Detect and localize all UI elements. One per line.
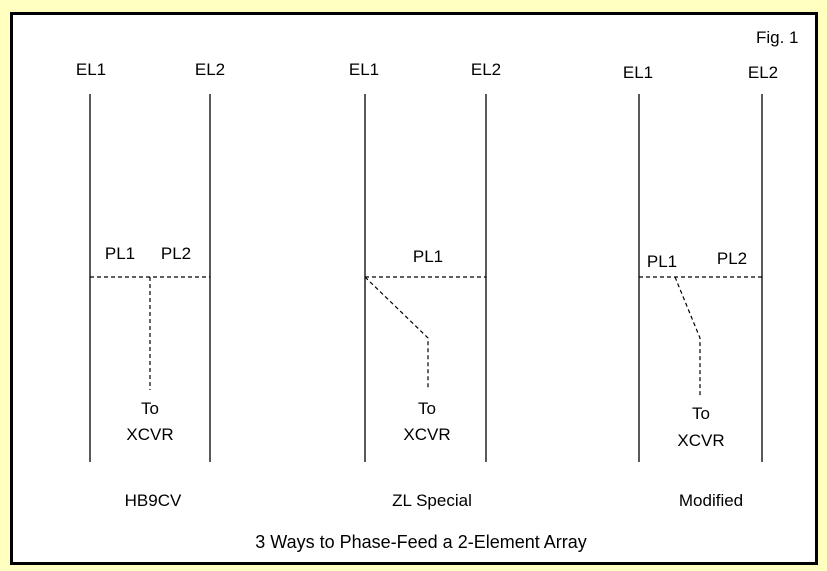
to-label: To	[692, 404, 710, 423]
figure-caption: 3 Ways to Phase-Feed a 2-Element Array	[255, 532, 587, 552]
panel-title: ZL Special	[392, 491, 472, 510]
figure-frame: Fig. 1 EL1 EL2 PL1 PL2 To XCVR HB9CV EL1…	[10, 12, 818, 565]
xcvr-label: XCVR	[126, 425, 174, 444]
feed-line	[674, 276, 701, 396]
el1-label: EL1	[75, 60, 107, 79]
pl2-label: PL2	[716, 249, 748, 268]
el1-label: EL1	[622, 63, 654, 82]
pl1-label: PL1	[412, 247, 444, 266]
xcvr-label: XCVR	[403, 425, 451, 444]
xcvr-label: XCVR	[677, 431, 725, 450]
pl2-label: PL2	[160, 244, 192, 263]
panel-title: Modified	[678, 491, 744, 510]
pl1-label: PL1	[646, 252, 678, 271]
pl1-label: PL1	[104, 244, 136, 263]
el2-label: EL2	[747, 63, 779, 82]
panel-zl-special	[364, 94, 487, 462]
panel-hb9cv	[89, 94, 211, 462]
phase-feed-diagram	[89, 94, 763, 462]
to-label: To	[141, 399, 159, 418]
to-label: To	[418, 399, 436, 418]
feed-line	[364, 276, 429, 390]
panel-title: HB9CV	[124, 491, 182, 510]
figure-label: Fig. 1	[756, 28, 799, 47]
el2-label: EL2	[470, 60, 502, 79]
el2-label: EL2	[194, 60, 226, 79]
panel-modified	[638, 94, 763, 462]
el1-label: EL1	[348, 60, 380, 79]
